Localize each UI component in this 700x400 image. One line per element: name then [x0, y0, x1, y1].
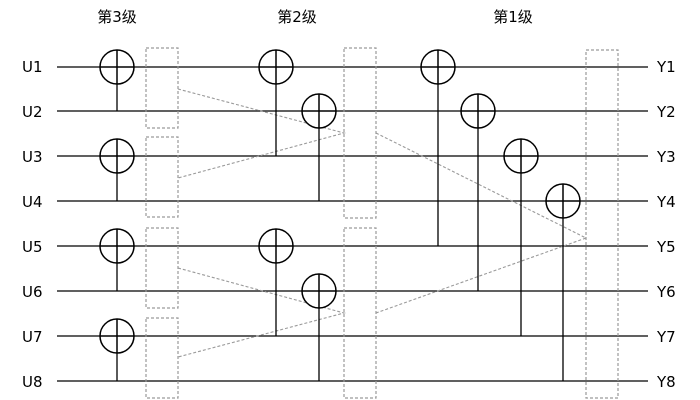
- input-label-u3: U3: [22, 148, 43, 166]
- output-label-y4: Y4: [656, 193, 676, 211]
- stage-1-label: 第1级: [493, 8, 533, 26]
- permutation-box-stage3-a: [145, 47, 179, 129]
- input-label-u2: U2: [22, 103, 43, 121]
- stage-2-label: 第2级: [277, 8, 317, 26]
- input-label-u8: U8: [22, 373, 43, 391]
- input-label-u6: U6: [22, 283, 43, 301]
- permutation-box-stage3-c: [145, 227, 179, 309]
- output-label-y2: Y2: [656, 103, 676, 121]
- xor-gate-stage1-1: [420, 49, 456, 85]
- xor-gate-stage1-2: [460, 93, 496, 129]
- xor-gate-stage1-4: [545, 183, 581, 219]
- permutation-box-stage1: [585, 49, 619, 399]
- permutation-box-stage3-d: [145, 317, 179, 399]
- xor-gate-stage3-7: [99, 318, 135, 354]
- permutation-path-stage3-a: [177, 88, 347, 179]
- output-label-y7: Y7: [656, 328, 676, 346]
- xor-gate-stage3-5: [99, 228, 135, 264]
- permutation-box-stage2-a: [343, 47, 377, 219]
- xor-gate-stage2-6: [301, 273, 337, 309]
- permutation-box-stage2-b: [343, 227, 377, 399]
- output-label-y1: Y1: [656, 58, 676, 76]
- output-label-y8: Y8: [656, 373, 676, 391]
- xor-gate-stage2-5: [258, 228, 294, 264]
- input-label-u4: U4: [22, 193, 43, 211]
- input-label-u1: U1: [22, 58, 43, 76]
- xor-gate-stage3-3: [99, 138, 135, 174]
- permutation-box-stage3-b: [145, 136, 179, 218]
- permutation-path-stage3-b: [177, 267, 347, 358]
- xor-gate-stage1-3: [503, 138, 539, 174]
- permutation-path-stage2: [375, 132, 588, 314]
- output-label-y6: Y6: [656, 283, 676, 301]
- stage-3-label: 第3级: [97, 8, 137, 26]
- input-label-u5: U5: [22, 238, 43, 256]
- output-label-y3: Y3: [656, 148, 676, 166]
- xor-gate-stage3-1: [99, 49, 135, 85]
- output-label-y5: Y5: [656, 238, 676, 256]
- xor-gate-stage2-2: [301, 93, 337, 129]
- xor-gate-stage2-1: [258, 49, 294, 85]
- input-label-u7: U7: [22, 328, 43, 346]
